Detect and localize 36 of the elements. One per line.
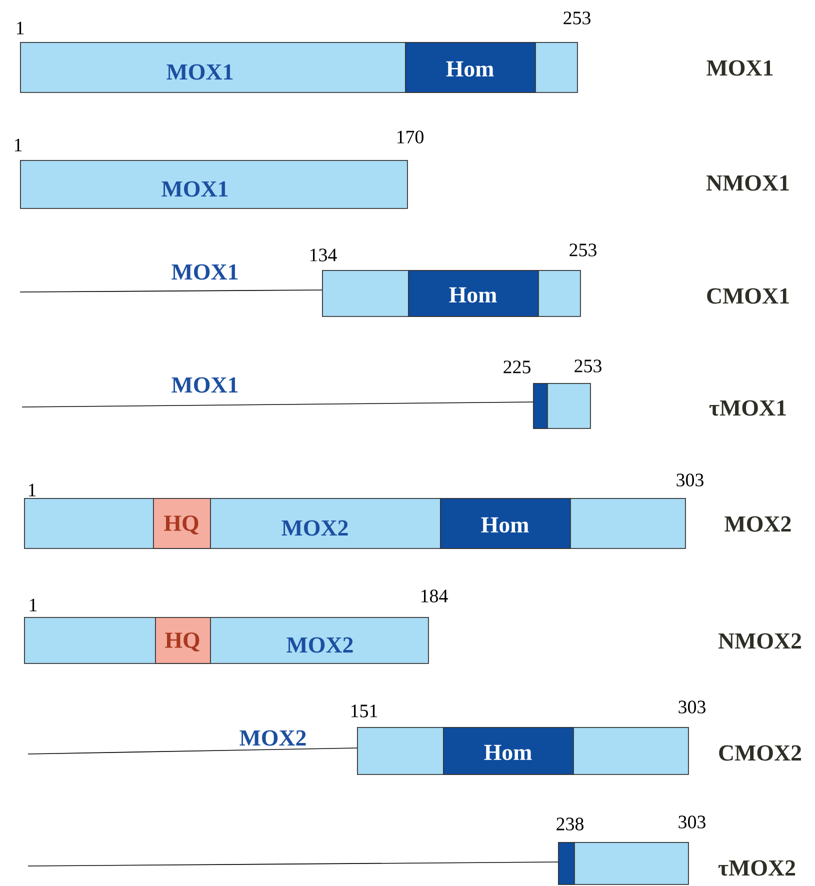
domain-box: Hom — [408, 270, 539, 317]
position-number: 225 — [504, 360, 530, 374]
domain-box — [533, 383, 548, 429]
position-number: 253 — [574, 360, 602, 372]
protein-bar: MOX1 — [20, 160, 408, 209]
construct-name: MOX2 — [724, 516, 791, 532]
position-number: 303 — [676, 474, 704, 486]
position-number: 238 — [556, 818, 584, 830]
position-number: 1 — [30, 598, 37, 612]
construct-name: NMOX2 — [718, 633, 801, 649]
position-number: 151 — [351, 704, 378, 718]
construct-name: τMOX2 — [718, 860, 796, 876]
domain-box: HQ — [153, 498, 211, 549]
position-number: 184 — [421, 590, 448, 602]
position-number: 1 — [14, 138, 22, 152]
construct-name: τMOX1 — [709, 400, 786, 416]
construct-name: CMOX2 — [719, 745, 801, 761]
position-number: 253 — [564, 12, 590, 24]
position-number: 134 — [310, 248, 337, 262]
position-number: 303 — [678, 816, 706, 828]
domain-box: Hom — [440, 498, 571, 549]
construct-name: MOX1 — [706, 60, 773, 76]
construct-name: CMOX1 — [707, 288, 789, 304]
position-number: 170 — [397, 130, 424, 144]
domain-box — [558, 842, 575, 885]
protein-label: MOX1 — [172, 377, 238, 393]
domain-box: Hom — [443, 727, 574, 775]
domain-box: Hom — [405, 42, 536, 93]
domain-box: HQ — [155, 617, 211, 664]
protein-label: MOX1 — [172, 264, 238, 280]
position-number: 303 — [678, 700, 706, 714]
protein-label: MOX2 — [240, 730, 306, 746]
position-number: 1 — [28, 484, 36, 496]
position-number: 1 — [16, 22, 24, 34]
construct-name: NMOX1 — [706, 175, 789, 191]
position-number: 253 — [570, 244, 596, 256]
